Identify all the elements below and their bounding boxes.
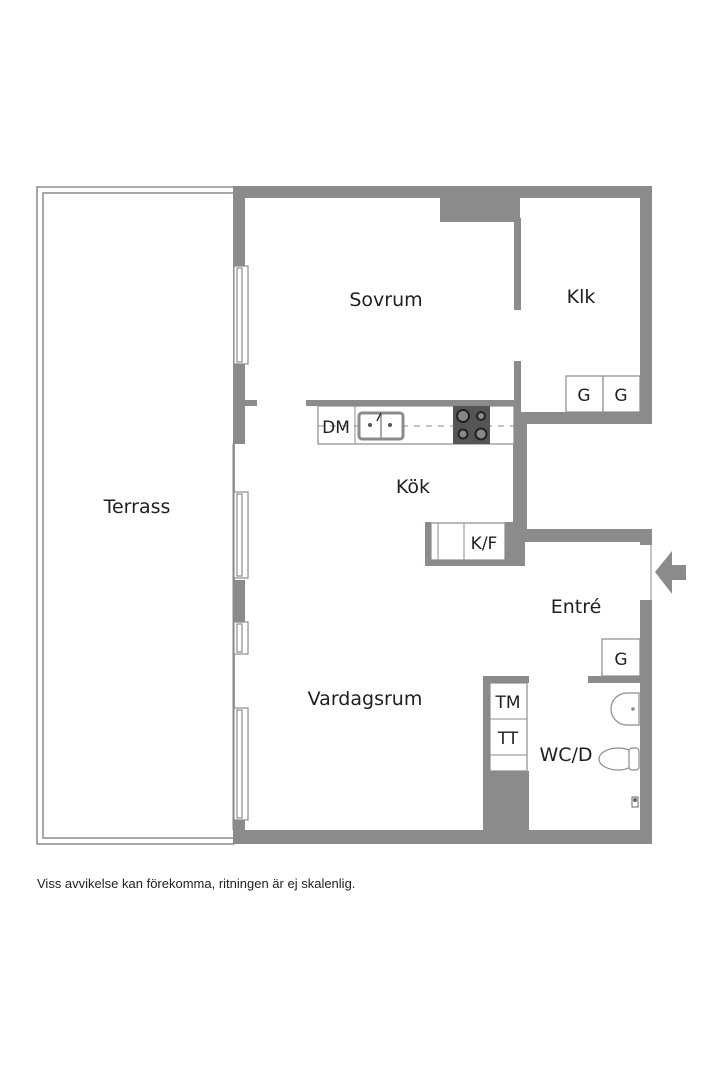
entrance-wardrobe — [601, 638, 641, 677]
label-wardrobe-1: G — [577, 386, 590, 406]
interior-walls — [306, 218, 643, 836]
room-label-living: Vardagsrum — [308, 688, 423, 710]
room-label-kitchen: Kök — [396, 476, 430, 498]
room-label-terrace: Terrass — [103, 496, 171, 518]
label-entrance-wardrobe: G — [614, 650, 627, 670]
shower-icon — [631, 796, 639, 808]
sink-icon — [357, 411, 405, 441]
label-tumble-dryer: TT — [497, 729, 519, 749]
label-fridge-freezer: K/F — [471, 534, 498, 554]
disclaimer-text: Viss avvikelse kan förekomma, ritningen … — [37, 876, 356, 891]
room-label-bathroom: WC/D — [539, 744, 592, 766]
label-wardrobe-2: G — [614, 386, 627, 406]
washbasin-icon — [610, 692, 640, 726]
room-label-closet: Klk — [567, 286, 596, 308]
windows — [232, 265, 249, 830]
room-label-entrance: Entré — [551, 596, 602, 618]
label-washing-machine: TM — [494, 693, 520, 713]
entrance-arrow-icon — [650, 545, 686, 600]
outer-walls — [233, 186, 652, 844]
fridge-freezer-unit — [430, 522, 506, 561]
label-dishwasher: DM — [322, 418, 350, 438]
toilet-icon — [598, 747, 640, 771]
laundry-units — [489, 682, 528, 772]
closet-wardrobes — [565, 375, 641, 413]
stove-icon — [453, 406, 490, 444]
room-label-bedroom: Sovrum — [349, 289, 422, 311]
